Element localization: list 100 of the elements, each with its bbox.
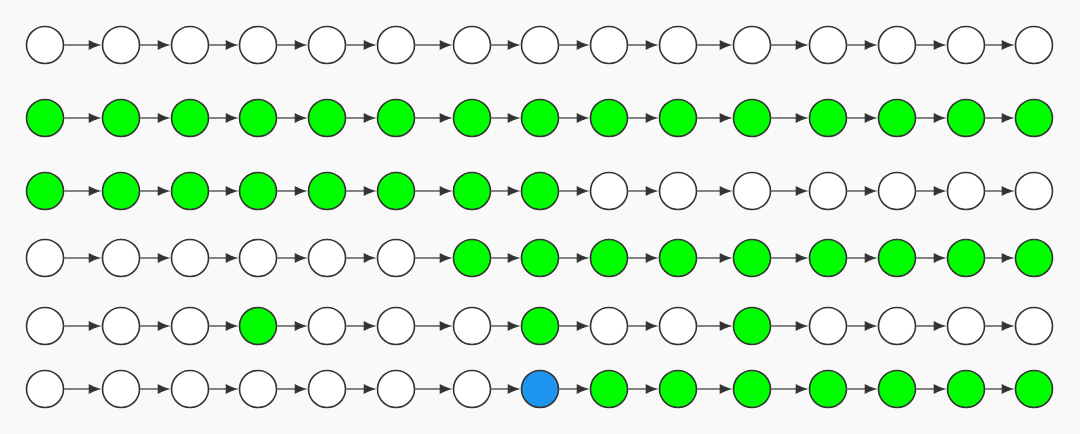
circle-node: [101, 306, 141, 346]
arrow: [627, 113, 657, 123]
circle-node: [658, 306, 698, 346]
circle-node: [732, 306, 772, 346]
arrow: [915, 40, 945, 50]
arrow: [770, 113, 807, 123]
arrow: [208, 186, 237, 196]
arrow: [490, 40, 519, 50]
circle-node: [877, 369, 917, 409]
circle-node: [101, 25, 141, 65]
circle-node: [238, 171, 278, 211]
arrow: [414, 113, 451, 123]
arrow: [345, 253, 375, 263]
arrow: [984, 253, 1013, 263]
circle-node: [25, 306, 65, 346]
circle-node: [877, 306, 917, 346]
circle-node: [1014, 306, 1054, 346]
arrow: [558, 40, 588, 50]
circle-node: [101, 369, 141, 409]
circle-node: [452, 25, 492, 65]
arrow: [558, 113, 588, 123]
arrow: [696, 113, 731, 123]
arrow: [984, 113, 1013, 123]
circle-node: [520, 25, 560, 65]
circle-node: [307, 306, 347, 346]
circle-node: [658, 98, 698, 138]
arrow: [846, 113, 876, 123]
arrow: [345, 321, 375, 331]
circle-node: [170, 25, 210, 65]
circle-node: [376, 306, 416, 346]
circle-node: [1014, 98, 1054, 138]
arrow: [139, 186, 169, 196]
circle-node: [452, 238, 492, 278]
arrow: [345, 113, 375, 123]
circle-node: [808, 306, 848, 346]
circle-node: [170, 306, 210, 346]
arrow: [627, 384, 657, 394]
arrow: [627, 321, 657, 331]
circle-node: [808, 171, 848, 211]
circle-node: [25, 25, 65, 65]
circle-node: [877, 238, 917, 278]
circle-node: [452, 98, 492, 138]
arrow: [696, 40, 731, 50]
circle-node: [589, 238, 629, 278]
circle-node: [238, 369, 278, 409]
circle-node: [101, 238, 141, 278]
arrow: [915, 186, 945, 196]
arrow: [208, 113, 237, 123]
circle-node: [376, 171, 416, 211]
circle-node: [238, 25, 278, 65]
arrow: [276, 113, 306, 123]
arrow: [414, 384, 451, 394]
circle-node: [170, 369, 210, 409]
circle-node: [808, 369, 848, 409]
arrow: [770, 321, 807, 331]
arrow: [208, 40, 237, 50]
arrow: [984, 384, 1013, 394]
arrow: [915, 113, 945, 123]
circle-node: [520, 171, 560, 211]
circle-node: [589, 171, 629, 211]
arrow: [139, 321, 169, 331]
circle-node: [808, 238, 848, 278]
circle-node: [732, 98, 772, 138]
arrow: [915, 321, 945, 331]
arrow: [984, 321, 1013, 331]
circle-node: [589, 98, 629, 138]
circle-node: [520, 238, 560, 278]
circle-node: [946, 306, 986, 346]
arrow: [846, 253, 876, 263]
arrow: [627, 186, 657, 196]
circle-node: [732, 369, 772, 409]
circle-node: [877, 98, 917, 138]
arrow: [139, 113, 169, 123]
circle-node: [1014, 25, 1054, 65]
circle-node: [25, 98, 65, 138]
circle-node: [376, 98, 416, 138]
arrow: [915, 253, 945, 263]
arrow: [139, 253, 169, 263]
arrow: [984, 186, 1013, 196]
arrow: [490, 113, 519, 123]
arrow: [770, 40, 807, 50]
arrow: [770, 186, 807, 196]
circle-node: [307, 238, 347, 278]
arrow: [558, 384, 588, 394]
arrow: [490, 253, 519, 263]
circle-node: [307, 369, 347, 409]
circle-node: [520, 369, 560, 409]
circle-node: [877, 25, 917, 65]
arrow: [490, 321, 519, 331]
arrow: [208, 321, 237, 331]
circle-node: [376, 25, 416, 65]
circle-node: [946, 25, 986, 65]
arrow: [558, 253, 588, 263]
circle-node: [732, 238, 772, 278]
arrow: [414, 40, 451, 50]
arrow: [63, 384, 100, 394]
arrow: [276, 186, 306, 196]
circle-node: [452, 369, 492, 409]
arrow: [139, 40, 169, 50]
arrow: [490, 186, 519, 196]
